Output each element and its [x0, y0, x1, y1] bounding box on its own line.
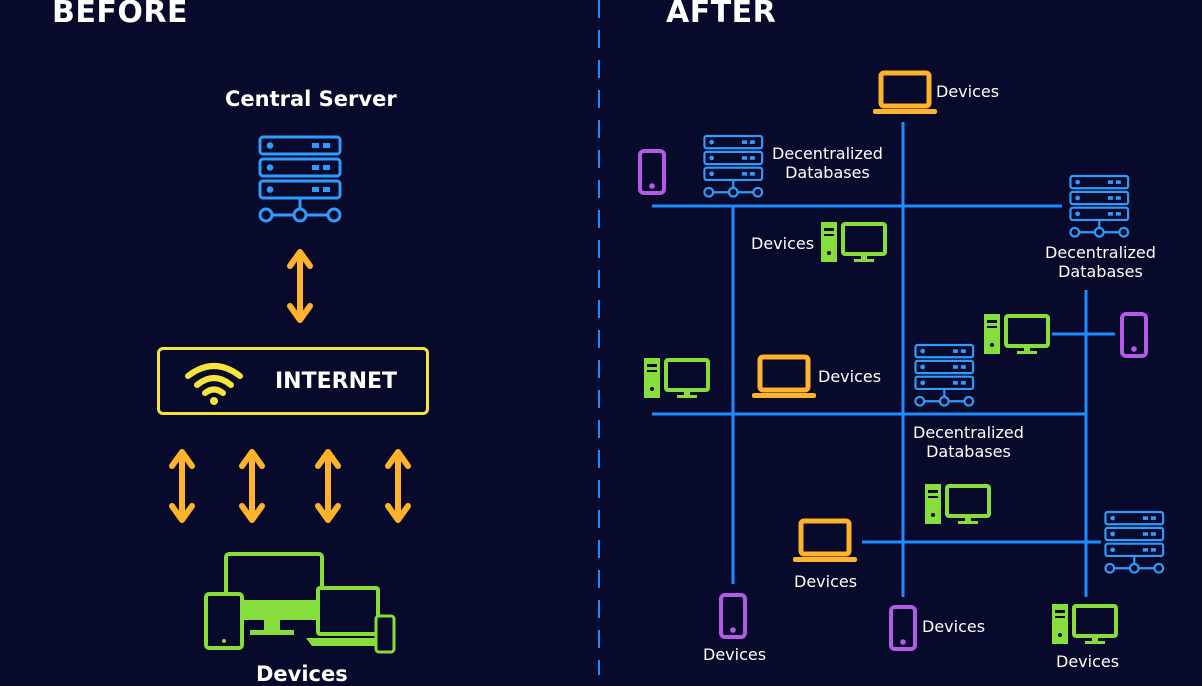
- desktop-icon: [923, 482, 991, 526]
- after-title: AFTER: [666, 0, 777, 30]
- decentralized-databases-label: Decentralized Databases: [913, 423, 1024, 461]
- devices-label: Devices: [794, 572, 858, 591]
- decentralized-databases-label: Decentralized Databases: [1045, 243, 1156, 281]
- internet-label: INTERNET: [275, 369, 398, 394]
- laptop-icon: [793, 521, 857, 563]
- phone-icon: [638, 149, 666, 195]
- phone-icon: [719, 593, 747, 639]
- internet-box: INTERNET: [157, 347, 429, 415]
- phone-icon: [889, 605, 917, 651]
- desktop-icon: [1050, 602, 1118, 646]
- decentralized-databases-label: Decentralized Databases: [772, 144, 883, 182]
- desktop-icon: [982, 312, 1050, 356]
- devices-label: Devices: [936, 82, 1000, 101]
- server-icon: [1104, 510, 1165, 574]
- desktop-icon: [819, 220, 887, 264]
- devices-group-icon: [204, 552, 396, 654]
- central-server-label: Central Server: [225, 87, 397, 111]
- devices-label: Devices: [1056, 652, 1120, 671]
- phone-icon: [1120, 312, 1148, 358]
- desktop-icon: [642, 356, 710, 400]
- before-title: BEFORE: [52, 0, 188, 30]
- laptop-icon: [752, 357, 816, 399]
- wifi-icon: [185, 363, 243, 405]
- devices-label: Devices: [703, 645, 767, 664]
- laptop-icon: [873, 73, 937, 115]
- server-icon: [703, 134, 764, 198]
- server-icon: [914, 343, 975, 407]
- devices-label: Devices: [922, 617, 986, 636]
- devices-label: Devices: [818, 367, 882, 386]
- server-icon: [1069, 174, 1130, 238]
- devices-label: Devices: [751, 234, 815, 253]
